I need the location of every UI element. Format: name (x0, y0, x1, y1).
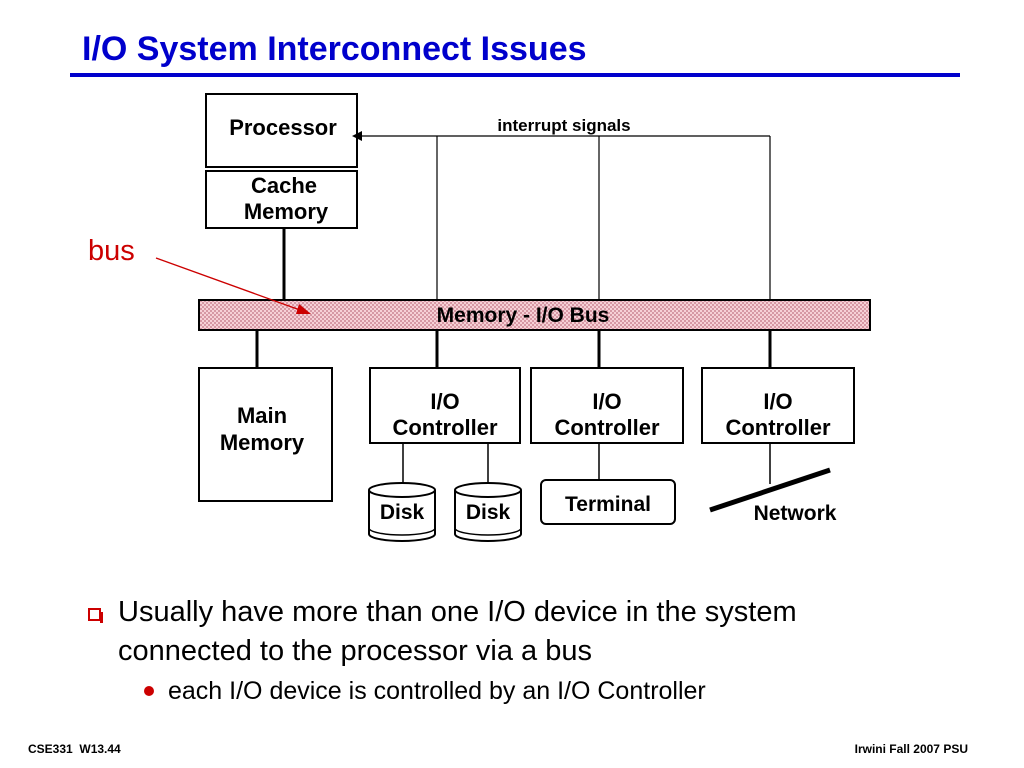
disk-1: Disk (368, 482, 436, 542)
io-controller-3-line2: Controller (725, 415, 831, 440)
terminal-box (540, 479, 676, 525)
device-links (402, 443, 771, 484)
interrupt-lines (360, 135, 771, 300)
bullet-sub-text: each I/O device is controlled by an I/O … (168, 677, 706, 705)
io-controller-box-3 (701, 367, 855, 444)
cache-label-line1: Cache (251, 173, 317, 198)
terminal-label: Terminal (565, 493, 651, 516)
processor-box (205, 93, 358, 168)
memory-io-bus (198, 299, 871, 331)
interrupt-signals-label: interrupt signals (497, 116, 630, 135)
main-memory-line1: Main (237, 403, 287, 428)
disk-1-label: Disk (380, 501, 425, 524)
footer-course: CSE331 W13.44 (28, 742, 121, 756)
processor-label: Processor (229, 115, 337, 140)
bus-name-label: Memory - I/O Bus (437, 304, 610, 327)
title-underline (70, 73, 960, 77)
io-controller-2-line1: I/O (592, 389, 621, 414)
bus-callout-line (155, 257, 301, 311)
cache-label-line2: Memory (244, 199, 329, 224)
bus-callout-label: bus (88, 235, 135, 267)
io-controller-box-1 (369, 367, 521, 444)
io-controller-box-2 (530, 367, 684, 444)
io-controller-1-line2: Controller (392, 415, 498, 440)
bullet-main-text: Usually have more than one I/O device in… (118, 596, 797, 667)
disk-2: Disk (454, 482, 522, 542)
checkbox-bullet-icon (88, 608, 103, 623)
disk-2-label: Disk (466, 501, 511, 524)
dot-bullet-icon (144, 686, 154, 696)
io-controller-2-line2: Controller (554, 415, 660, 440)
bullet-sub: each I/O device is controlled by an I/O … (88, 675, 908, 707)
network-label: Network (754, 502, 837, 525)
bullet-main: Usually have more than one I/O device in… (88, 593, 908, 671)
slide-title: I/O System Interconnect Issues (82, 30, 587, 68)
main-memory-line2: Memory (220, 430, 305, 455)
bullet-list: Usually have more than one I/O device in… (88, 593, 908, 707)
io-controller-1-line1: I/O (430, 389, 459, 414)
bus-callout-arrowhead (296, 304, 311, 314)
network-line (709, 467, 831, 513)
bus-drops (255, 330, 772, 368)
footer-credit: Irwini Fall 2007 PSU (854, 742, 968, 756)
cache-box (205, 170, 358, 229)
interrupt-arrowhead (352, 131, 362, 141)
main-memory-box (198, 367, 333, 502)
io-controller-3-line1: I/O (763, 389, 792, 414)
